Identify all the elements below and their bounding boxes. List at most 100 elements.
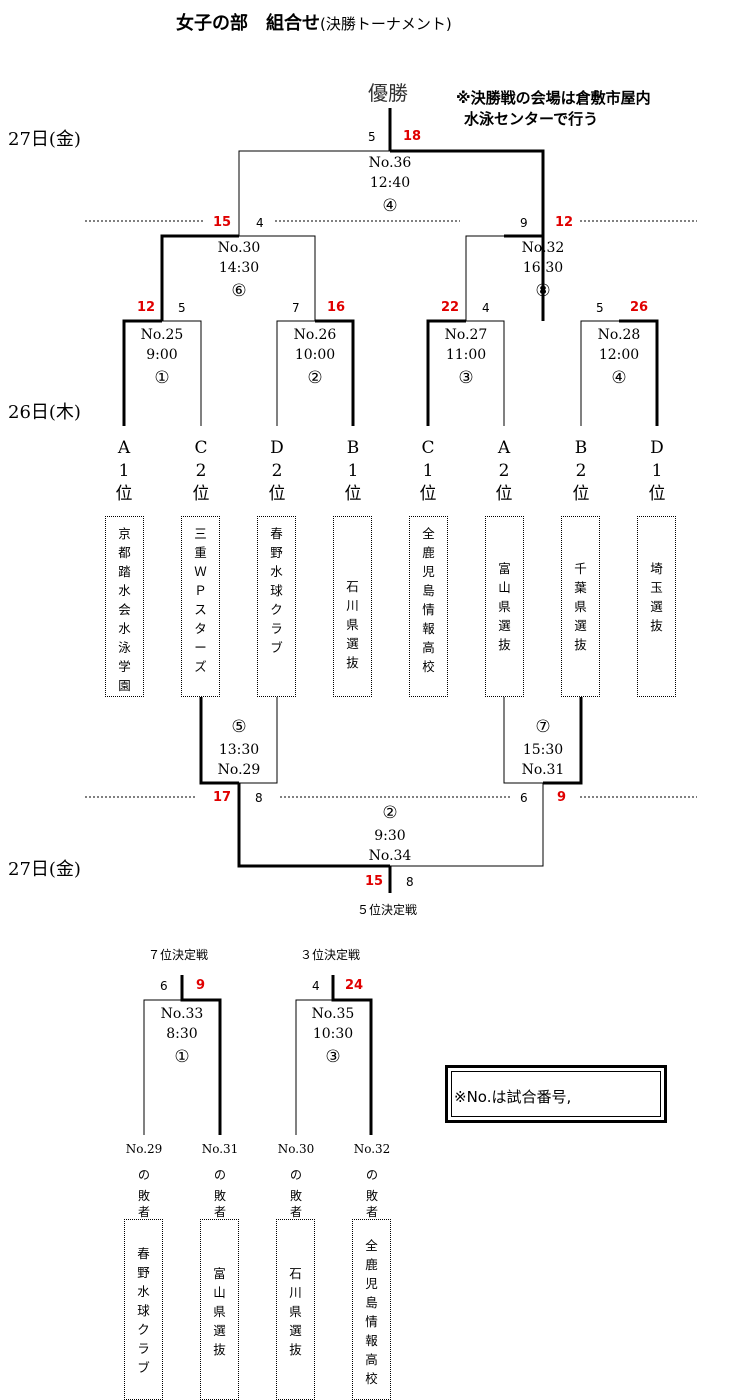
match-time: 16:30 — [522, 260, 564, 276]
score-m32-left: 9 — [520, 216, 528, 230]
loser-team-box-2: 富山県選抜 — [200, 1219, 239, 1400]
bracket-thin-lines — [143, 150, 619, 1135]
match-number: No.25 — [140, 327, 184, 343]
day-label-mid: 26日(木) — [8, 402, 81, 423]
score-m27-right: 4 — [482, 301, 490, 315]
label-3rd-place: ３位決定戦 — [300, 948, 361, 962]
legend-box: ※No.は試合番号, — [445, 1065, 667, 1123]
day-label-top: 27日(金) — [8, 129, 81, 150]
match-m25: No.25 9:00 ① — [122, 325, 202, 388]
match-number: No.30 — [217, 240, 261, 256]
score-m33-left: 6 — [160, 979, 168, 993]
match-time: 10:30 — [312, 1026, 354, 1042]
match-m26: No.26 10:00 ② — [275, 325, 355, 388]
day-separator-lines — [85, 220, 697, 798]
score-m25-left: 12 — [137, 300, 156, 315]
team-name: 全鹿児島情報高校 — [365, 1238, 378, 1386]
score-m34-left: 17 — [213, 790, 232, 805]
winner-label: 優勝 — [368, 81, 408, 105]
loser-team-box-4: 全鹿児島情報高校 — [352, 1219, 391, 1400]
team-name: 富山県選抜 — [213, 1266, 226, 1357]
bracket-winner-lines — [122, 108, 659, 1135]
match-court: ④ — [611, 368, 627, 388]
team-name: 春野水球クラブ — [270, 526, 283, 655]
score-m27-left: 22 — [441, 300, 460, 315]
match-m29: ⑤ 13:30 No.29 — [199, 717, 279, 780]
match-m33: No.33 8:30 ① — [142, 1004, 222, 1067]
team-name: 石川県選抜 — [346, 579, 359, 670]
match-number: No.26 — [293, 327, 337, 343]
score-m25-right: 5 — [178, 301, 186, 315]
team-box-6: 富山県選抜 — [485, 516, 524, 697]
match-time: 12:00 — [598, 347, 640, 363]
team-box-4: 石川県選抜 — [333, 516, 372, 697]
team-name: 全鹿児島情報高校 — [422, 526, 435, 674]
label-7th-place: ７位決定戦 — [148, 948, 209, 962]
match-court: ① — [154, 368, 170, 388]
score-m34-left2: 8 — [255, 791, 263, 805]
match-number: No.35 — [311, 1006, 355, 1022]
match-number: No.33 — [160, 1006, 204, 1022]
title-main: 女子の部 組合せ — [176, 13, 320, 34]
match-court: ③ — [325, 1047, 341, 1067]
team-box-1: 京都踏水会水泳学園 — [105, 516, 144, 697]
match-m28: No.28 12:00 ④ — [579, 325, 659, 388]
score-m28-left: 5 — [596, 301, 604, 315]
team-box-3: 春野水球クラブ — [257, 516, 296, 697]
score-m26-left: 7 — [292, 301, 300, 315]
venue-note-line1: ※決勝戦の会場は倉敷市屋内 — [456, 89, 651, 107]
match-time: 12:40 — [369, 175, 411, 191]
day-label-bottom: 27日(金) — [8, 859, 81, 880]
match-number: No.28 — [597, 327, 641, 343]
title-sub: (決勝トーナメント) — [320, 15, 452, 33]
match-time: 9:30 — [374, 828, 406, 844]
score-m35-right: 24 — [345, 978, 364, 993]
match-time: 11:00 — [445, 347, 487, 363]
score-m36-right: 18 — [403, 129, 422, 144]
match-number: No.27 — [444, 327, 488, 343]
score-m30-left: 15 — [213, 215, 232, 230]
team-name: 千葉県選抜 — [574, 561, 587, 652]
match-number: No.31 — [521, 762, 565, 778]
team-name: 埼玉選抜 — [650, 561, 663, 633]
match-court: ⑥ — [231, 281, 247, 301]
score-m32-right: 12 — [555, 215, 574, 230]
score-m34-right2: 9 — [557, 790, 567, 805]
score-m28-right: 26 — [630, 300, 649, 315]
match-m27: No.27 11:00 ③ — [426, 325, 506, 388]
match-time: 13:30 — [218, 742, 260, 758]
match-court: ② — [307, 368, 323, 388]
score-m36-left: 5 — [368, 130, 376, 144]
match-time: 9:00 — [146, 347, 178, 363]
loser-team-box-3: 石川県選抜 — [276, 1219, 315, 1400]
score-m34-right: 6 — [520, 791, 528, 805]
score-m33-right: 9 — [196, 978, 206, 993]
label-5th-place: ５位決定戦 — [357, 903, 418, 917]
team-name: 石川県選抜 — [289, 1266, 302, 1357]
match-m32: No.32 16:30 ⑧ — [503, 238, 583, 301]
match-time: 10:00 — [294, 347, 336, 363]
match-m31: ⑦ 15:30 No.31 — [503, 717, 583, 780]
match-number: No.34 — [368, 848, 412, 864]
loser-team-box-1: 春野水球クラブ — [124, 1219, 163, 1400]
match-court: ② — [382, 803, 398, 823]
score-m34-final-left: 15 — [365, 874, 384, 889]
venue-note: ※決勝戦の会場は倉敷市屋内 水泳センターで行う — [456, 88, 651, 130]
match-time: 15:30 — [522, 742, 564, 758]
match-number: No.29 — [217, 762, 261, 778]
score-m26-right: 16 — [327, 300, 346, 315]
score-m34-final-right: 8 — [406, 875, 414, 889]
match-court: ③ — [458, 368, 474, 388]
